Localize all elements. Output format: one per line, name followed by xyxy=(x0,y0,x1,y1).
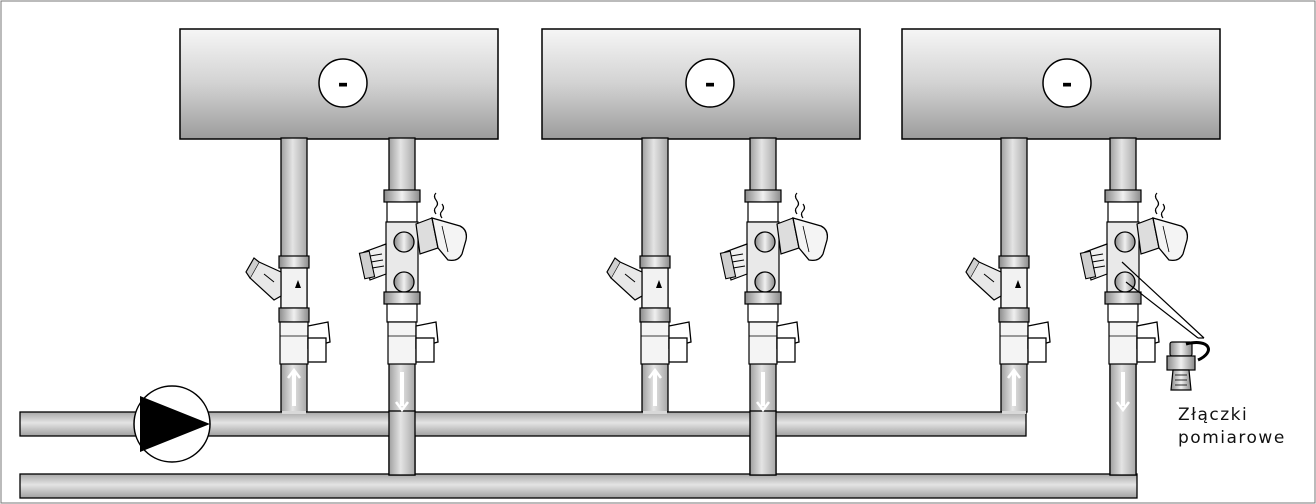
down-arrow-1 xyxy=(395,372,409,413)
up-arrow-3 xyxy=(1007,367,1021,406)
radiator-2-symbol: - xyxy=(705,69,716,99)
radiator-3: - xyxy=(901,28,1221,140)
measurement-callout xyxy=(1121,261,1205,339)
measurement-fitting-icon xyxy=(1166,341,1210,391)
radiator-3-symbol-badge xyxy=(1042,58,1092,108)
label-line-1: Złączki xyxy=(1178,405,1249,425)
radiator-2: - xyxy=(541,28,861,140)
valve-assemblies xyxy=(245,189,1189,365)
up-arrow-1 xyxy=(287,367,301,406)
return-valve-1 xyxy=(358,189,468,365)
return-valve-2 xyxy=(719,189,829,365)
pump-triangle-icon xyxy=(133,385,211,463)
supply-valve-1 xyxy=(245,255,331,365)
radiator-1: - xyxy=(179,28,499,140)
return-valve-3 xyxy=(1079,189,1189,365)
radiator-2-symbol-badge xyxy=(685,58,735,108)
radiator-3-symbol: - xyxy=(1062,69,1073,99)
flow-arrows xyxy=(287,367,1130,413)
down-arrow-2 xyxy=(756,372,770,413)
return-main-pipe xyxy=(19,473,1138,499)
down-arrow-3 xyxy=(1116,372,1130,413)
label-line-2: pomiarowe xyxy=(1178,428,1286,448)
up-arrow-2 xyxy=(648,367,662,406)
radiator-1-symbol: - xyxy=(338,69,349,99)
measurement-fittings-label: Złączki pomiarowe xyxy=(1178,404,1286,450)
supply-valve-3 xyxy=(965,255,1051,365)
supply-valve-2 xyxy=(606,255,692,365)
radiator-1-symbol-badge xyxy=(318,58,368,108)
